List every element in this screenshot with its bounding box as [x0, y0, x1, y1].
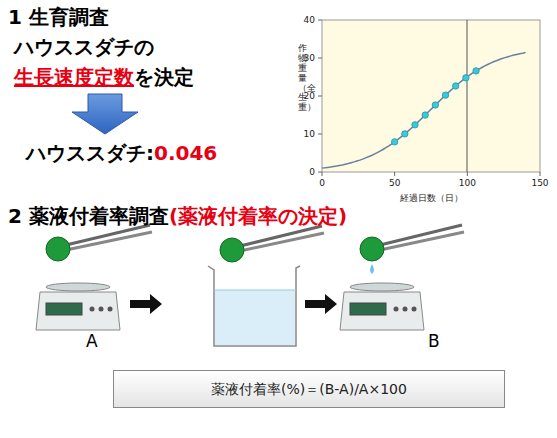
section-note: (薬液付着率の決定) [169, 204, 347, 228]
down-arrow [72, 94, 138, 134]
axis-tick [318, 58, 322, 59]
data-point [463, 75, 469, 81]
formula-box: 薬液付着率(%)＝(B-A)/A×100 [113, 370, 505, 408]
tick-label: 150 [531, 178, 548, 188]
axis-tick [318, 96, 322, 97]
tick-label: 10 [304, 129, 315, 139]
tick-label: 20 [304, 91, 315, 101]
formula-text: 薬液付着率(%)＝(B-A)/A×100 [211, 381, 407, 397]
axis-tick [322, 172, 323, 176]
step-arrow [130, 294, 162, 314]
result-value: 0.046 [154, 141, 217, 165]
marker-line [467, 20, 468, 172]
data-point [473, 68, 479, 74]
text-line: 2 薬液付着率調査(薬液付着率の決定) [8, 203, 347, 230]
axis-tick [540, 172, 541, 176]
axis-title: 経過日数（日） [400, 192, 463, 205]
axis-tick [318, 134, 322, 135]
axis-tick [467, 172, 468, 176]
tweezers-c [360, 225, 464, 274]
data-point [412, 122, 418, 128]
tweezers-a [46, 225, 152, 261]
section-heading: 2 薬液付着率調査 [8, 204, 169, 228]
axis-tick [394, 172, 395, 176]
text-line: 1 生育調査 [8, 4, 109, 31]
growth-curve [322, 53, 526, 169]
data-point [453, 83, 459, 89]
data-point [442, 92, 448, 98]
plot-area [322, 20, 540, 172]
tick-label: 100 [459, 178, 476, 188]
section-heading: 1 生育調査 [8, 5, 109, 29]
emphasis-text: 生長速度定数 [14, 65, 134, 89]
tick-label: 0 [319, 178, 325, 188]
heading-text: を決定 [134, 65, 194, 89]
text-line: 生長速度定数を決定 [14, 64, 194, 91]
result-label: ハウススダチ: [26, 141, 154, 165]
tweezers-b [220, 226, 324, 262]
tick-label: 30 [304, 53, 315, 63]
data-point [432, 102, 438, 108]
text-line: ハウススダチ:0.046 [26, 140, 217, 167]
data-point [402, 131, 408, 137]
scale-b [340, 283, 424, 330]
scale-a [36, 283, 120, 330]
tick-label: 40 [304, 15, 315, 25]
callout-letter: B [428, 331, 440, 351]
heading-text: ハウススダチの [14, 35, 154, 59]
callout-letter: A [86, 331, 98, 351]
tick-label: 50 [389, 178, 400, 188]
tick-label: 0 [309, 167, 315, 177]
data-point [422, 112, 428, 118]
beaker [208, 266, 300, 346]
axis-tick [318, 20, 322, 21]
text-line: ハウススダチの [14, 34, 154, 61]
axis-tick [318, 172, 322, 173]
step-arrow [305, 294, 337, 314]
data-point [391, 139, 397, 145]
